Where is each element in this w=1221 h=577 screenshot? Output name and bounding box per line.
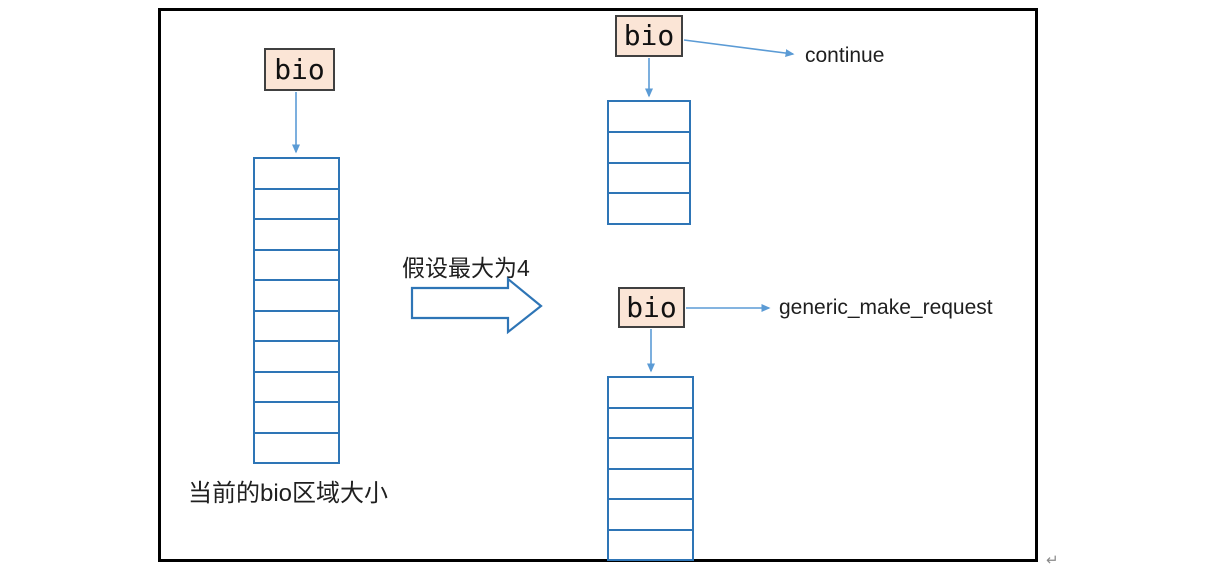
continue-label: continue — [805, 44, 885, 67]
stack-cell — [255, 159, 338, 188]
stack-cell — [255, 370, 338, 402]
bio-segment-stack-top-right — [607, 100, 691, 225]
left-stack-caption: 当前的bio区域大小 — [188, 480, 389, 507]
bio-box-left: bio — [264, 48, 335, 91]
bio-segment-stack-bottom-right — [607, 376, 694, 561]
stack-cell — [609, 498, 692, 529]
bio-segment-stack-left — [253, 157, 340, 464]
stack-cell — [609, 467, 692, 499]
stack-cell — [609, 378, 692, 407]
stack-cell — [609, 437, 692, 468]
paragraph-return-mark: ↵ — [1046, 552, 1059, 569]
split-condition-text: 假设最大为4 — [402, 255, 530, 281]
stack-cell — [255, 187, 338, 219]
stack-cell — [255, 279, 338, 310]
stack-cell — [255, 401, 338, 432]
generic-make-request-label: generic_make_request — [779, 296, 993, 319]
split-arrow-label: Split — [425, 293, 464, 315]
stack-cell — [609, 192, 689, 223]
bio-box-top-right: bio — [615, 15, 683, 57]
stack-cell — [609, 528, 692, 560]
stack-cell — [255, 309, 338, 341]
stack-cell — [609, 102, 689, 131]
stack-cell — [255, 431, 338, 463]
stack-cell — [609, 161, 689, 193]
stack-cell — [255, 248, 338, 280]
stack-cell — [609, 406, 692, 438]
bio-box-bottom-right: bio — [618, 287, 685, 328]
stack-cell — [609, 130, 689, 162]
stack-cell — [255, 218, 338, 249]
stack-cell — [255, 340, 338, 371]
